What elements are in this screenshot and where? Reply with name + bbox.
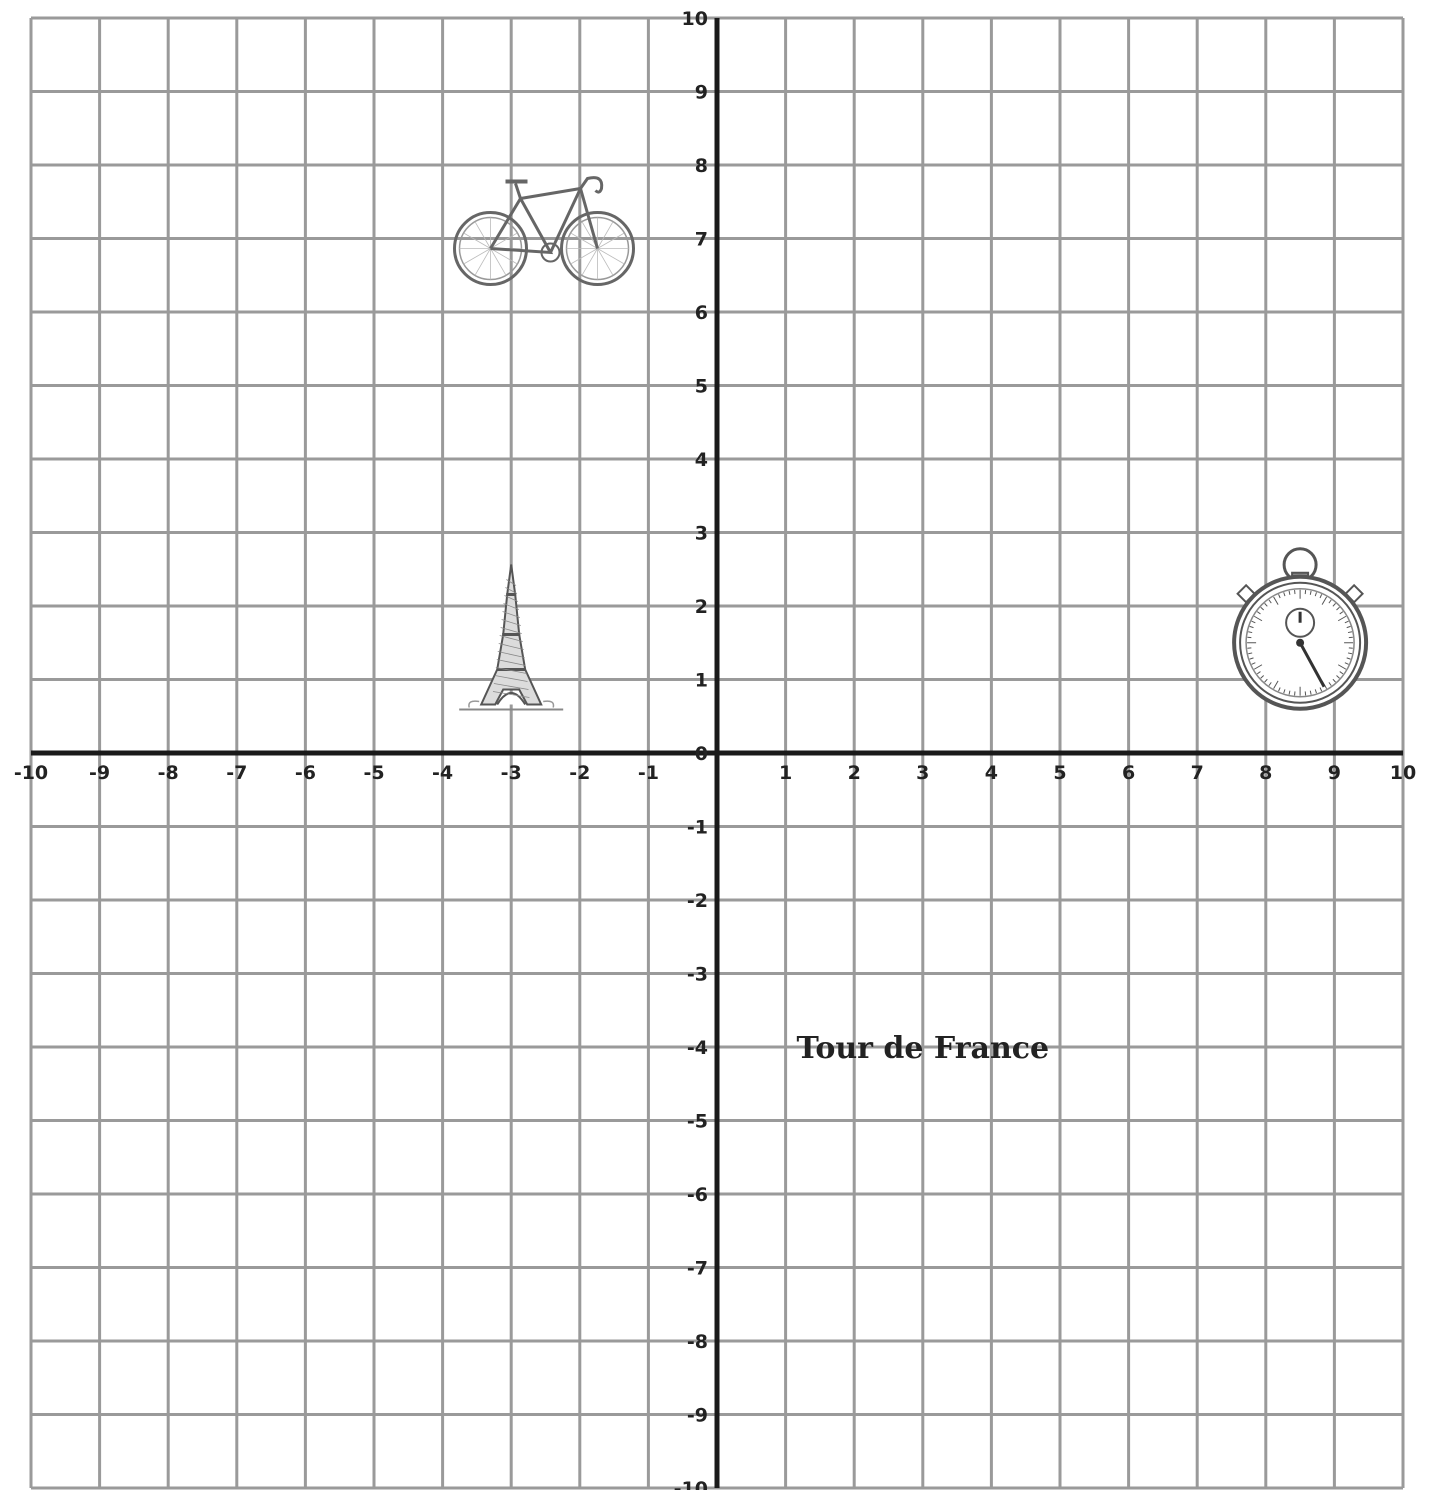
x-tick-label: 2 <box>848 762 861 784</box>
y-tick-label: 6 <box>695 302 708 324</box>
y-tick-label: -1 <box>687 817 708 839</box>
bicycle-icon <box>455 178 634 285</box>
y-tick-label: 9 <box>695 82 708 104</box>
y-tick-label: 8 <box>695 155 708 177</box>
x-tick-label: 6 <box>1122 762 1135 784</box>
grid-label-text: Tour de France <box>796 1031 1049 1066</box>
x-tick-label: -10 <box>14 762 48 784</box>
y-tick-label: 0 <box>695 743 708 765</box>
y-tick-label: -8 <box>687 1331 708 1353</box>
y-tick-label: 7 <box>695 229 708 251</box>
x-tick-label: 10 <box>1390 762 1416 784</box>
x-tick-label: 3 <box>916 762 929 784</box>
y-tick-label: 3 <box>695 523 708 545</box>
x-tick-label: 7 <box>1191 762 1204 784</box>
y-tick-label: -2 <box>687 890 708 912</box>
y-tick-label: -4 <box>687 1037 708 1059</box>
y-tick-label: 4 <box>695 449 708 471</box>
x-tick-label: -5 <box>363 762 384 784</box>
y-tick-label: 5 <box>695 376 708 398</box>
y-tick-label: -9 <box>687 1405 708 1427</box>
x-tick-label: -8 <box>158 762 179 784</box>
x-tick-label: -4 <box>432 762 453 784</box>
y-tick-label: 10 <box>682 8 708 30</box>
x-tick-label: 4 <box>985 762 998 784</box>
x-tick-label: -3 <box>501 762 522 784</box>
x-tick-label: -1 <box>638 762 659 784</box>
y-tick-label: -3 <box>687 964 708 986</box>
y-tick-label: -10 <box>674 1478 708 1490</box>
x-tick-label: -6 <box>295 762 316 784</box>
x-tick-label: 9 <box>1328 762 1341 784</box>
y-tick-label: 1 <box>695 670 708 692</box>
x-tick-label: 8 <box>1259 762 1272 784</box>
x-tick-label: -7 <box>226 762 247 784</box>
y-tick-label: 2 <box>695 596 708 618</box>
eiffel-tower-icon <box>459 565 563 710</box>
x-tick-label: -2 <box>569 762 590 784</box>
y-tick-label: -6 <box>687 1184 708 1206</box>
x-tick-label: 5 <box>1053 762 1066 784</box>
stopwatch-icon <box>1234 549 1366 709</box>
x-tick-label: -9 <box>89 762 110 784</box>
y-tick-label: -7 <box>687 1258 708 1280</box>
x-tick-label: 1 <box>779 762 792 784</box>
y-tick-label: -5 <box>687 1111 708 1133</box>
